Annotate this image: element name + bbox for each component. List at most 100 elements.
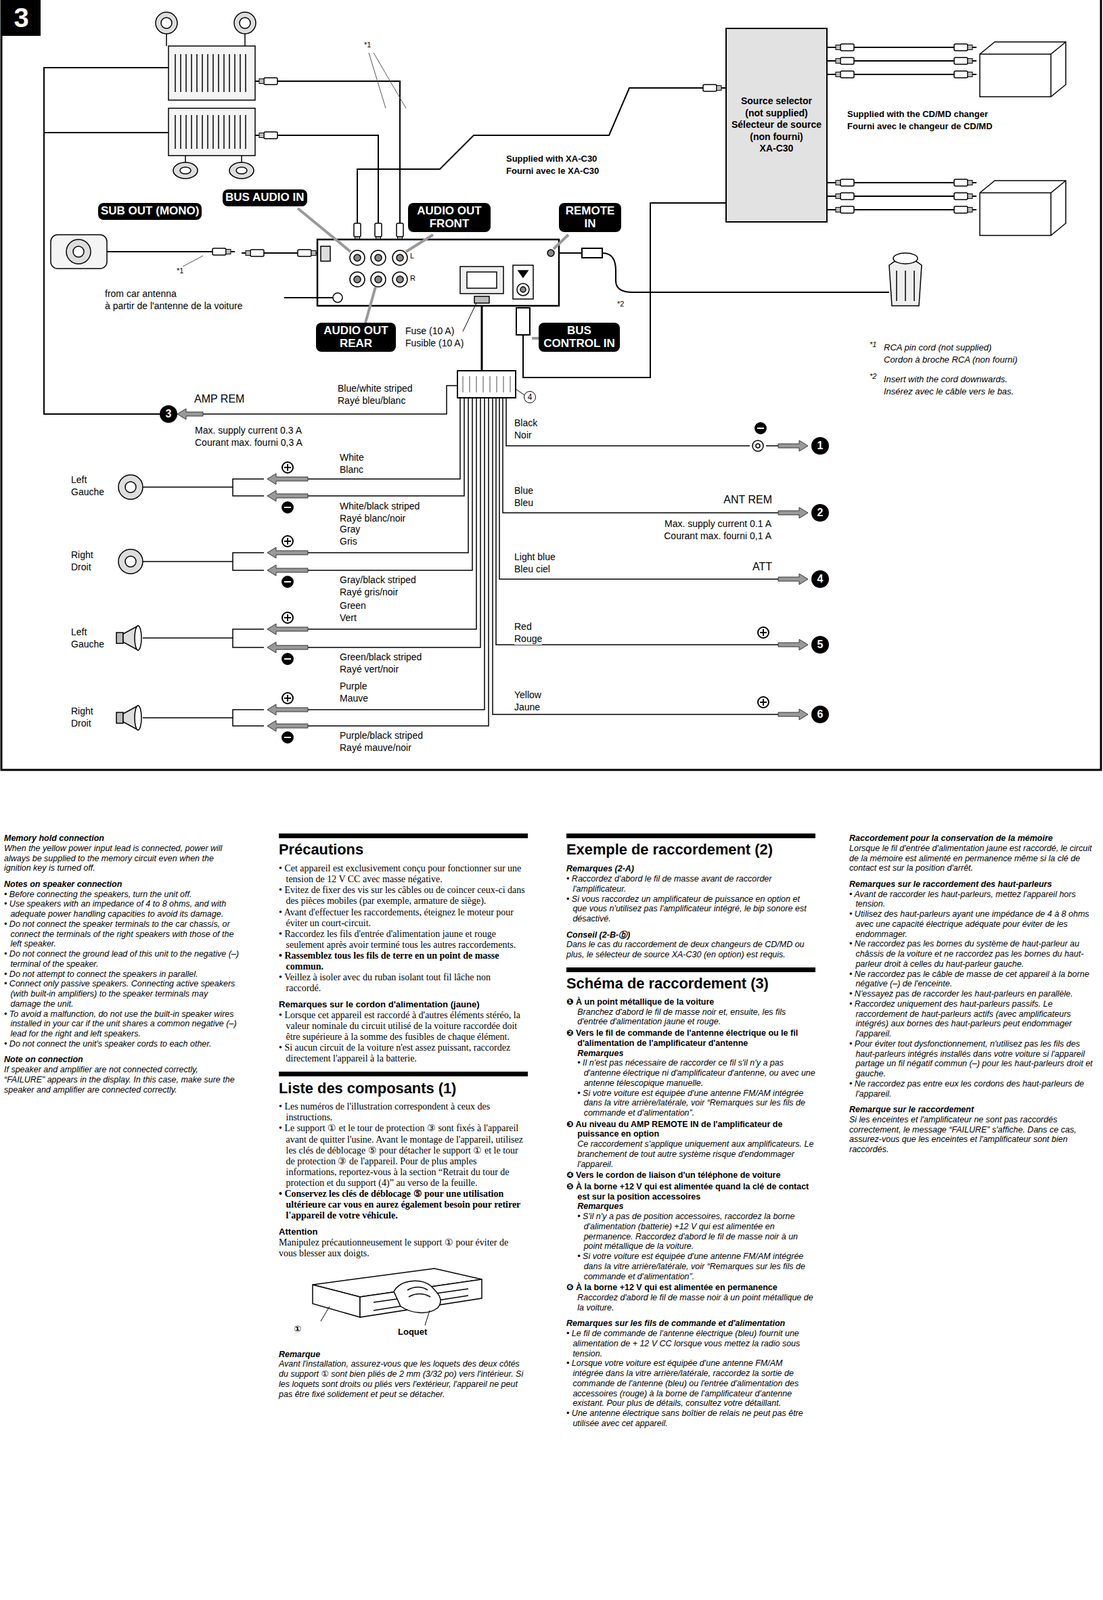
diagram-label: Rayé gris/noir [339,586,398,599]
note-heading: Remarques (2-A) [566,864,816,875]
diagram-label: L [410,251,415,261]
text-column: Raccordement pour la conservation de la … [849,833,1099,1156]
diagram-label: *1 [869,340,877,350]
port-label: BUS AUDIO IN [222,189,308,207]
diagram-label: Fourni avec le XA-C30 [506,165,599,177]
diagram-label: Left [71,474,87,486]
numbered-item: ❹ Vers le cordon de liaison d'un télépho… [566,1170,816,1181]
note-text: Avant l'installation, assurez-vous que l… [278,1359,528,1400]
diagram-label: Black [514,417,538,430]
numbered-item: ❸ Au niveau du AMP REMOTE IN de l'amplif… [566,1119,816,1141]
note-heading: Remarques [566,1201,816,1212]
diagram-label: White [339,452,365,464]
diagram-label: AMP REM [194,392,245,406]
diagram-label: Supplied with XA-C30 [506,152,597,165]
note-heading: Raccordement pour la conservation de la … [849,833,1099,844]
diagram-label: *2 [617,299,624,309]
node-text: SUB OUT (MONO) [100,205,199,218]
note-text: Si les enceintes et l'amplificateur ne s… [849,1115,1099,1156]
wire-harness [142,370,779,727]
diagram-label: RCA pin cord (not supplied) [883,341,992,354]
bullet-item: • Pour éviter tout dysfonctionnement, n'… [849,1039,1099,1080]
node-text: 6 [817,708,824,721]
bullet-item: • N'essayez pas de raccorder les haut-pa… [849,989,1099,1000]
diagram-label: Left [71,626,87,639]
diagram-label: Courant max. fourni 0,3 A [194,437,303,449]
numbered-item: ❻ À la borne +12 V qui est alimentée en … [566,1282,816,1294]
diagram-label: Bleu [514,497,534,509]
diagram-label: from car antenna [104,288,177,300]
callout-number: 4 [811,570,829,589]
numbered-item: ❶ À un point métallique de la voiture [566,997,816,1008]
diagram-label: ATT [752,560,773,574]
numbered-item: ❷ Vers le fil de commande de l'antenne é… [566,1028,816,1049]
section-title: Liste des composants (1) [278,1071,528,1097]
bullet-item: • Before connecting the speakers, turn t… [4,889,240,900]
diagram-label: Fuse (10 A) [405,325,455,337]
port-label: SUB OUT (MONO) [98,203,202,220]
bullet-item: • Raccordez les fils d'entrée d'alimenta… [278,929,528,951]
diagram-label: Rayé bleu/blanc [337,395,406,407]
bullet-item: • Les numéros de l'illustration correspo… [278,1101,528,1124]
text-column: Memory hold connectionWhen the yellow po… [4,833,240,1095]
diagram-label: Cordon à broche RCA (non fourni) [883,353,1018,366]
diagram-label: R [410,274,416,283]
diagram-label: à partir de l'antenne de la voiture [104,300,243,312]
rca-cables [106,52,694,267]
node-text: 5 [817,638,824,651]
diagram-label: *2 [869,372,877,381]
diagram-label: Max. supply current 0.3 A [194,424,302,437]
note-heading: Remarque [278,1349,528,1361]
diagram-label: Gris [339,535,358,548]
callout-number: 3 [159,405,178,423]
connector-callout: 4 [523,391,536,404]
note-text: Lorsque le fil d'entrée d'alimentation j… [849,843,1099,874]
bullet-item: • Veillez à isoler avec du ruban isolant… [278,972,528,995]
note-heading: Remarques sur le raccordement des haut-p… [849,879,1099,890]
callout-number: 5 [811,636,829,654]
head-unit [317,239,559,306]
bullet-item: • Conservez les clés de déblocage ⑤ pour… [278,1188,528,1222]
diagram-label: Vert [339,612,357,624]
diagram-label: Gauche [71,638,105,651]
node-text: AUDIO OUT REAR [318,324,394,350]
bullet-item: • Si vous raccordez un amplificateur de … [566,894,816,925]
mounting-illustration: ①Loquet [278,1259,528,1344]
numbered-item: ❺ À la borne +12 V qui est alimentée qua… [566,1182,816,1203]
bullet-item: • Avant de raccorder les haut-parleurs, … [849,889,1099,911]
note-heading: Remarques sur le cordon d'alimentation (… [278,999,528,1010]
figure-number: 3 [2,0,41,36]
note-text: Raccordez d'abord le fil de masse noir à… [566,1293,816,1314]
bullet-item: • To avoid a malfunction, do not use the… [4,1009,240,1040]
diagram-label: White/black striped [339,500,420,513]
note-heading: Conseil (2-B-ⓑ) [566,930,816,941]
bullet-item: • Utilisez des haut-parleurs ayant une i… [849,909,1099,940]
diagram-label: Fourni avec le changeur de CD/MD [847,120,993,132]
bullet-item: • Do not connect the speaker terminals t… [4,919,240,950]
bullet-item: • Lorsque cet appareil est raccordé à d'… [278,1010,528,1043]
note-text: When the yellow power input lead is conn… [4,843,240,874]
diagram-label: Light blue [514,551,556,564]
callout-number: 1 [811,437,829,455]
bullet-item: • Lorsque votre voiture est équipée d'un… [566,1358,816,1409]
note-text: Dans le cas du raccordement de deux chan… [566,939,816,961]
node-text: BUS CONTROL IN [541,324,618,350]
diagram-label: Bleu ciel [514,563,551,576]
node-text: 2 [817,506,824,520]
bullet-item: • Le fil de commande de l'antenne électr… [566,1329,816,1359]
bullet-item: • Evitez de fixer des vis sur les câbles… [278,885,528,907]
diagram-label: Max. supply current 0.1 A [664,518,772,530]
diagram-label: Rayé mauve/noir [339,742,412,754]
section-title: Schéma de raccordement (3) [566,967,816,993]
diagram-label: Fusible (10 A) [405,337,464,350]
note-heading: Note on connection [4,1054,240,1066]
bullet-item: • Connect only passive speakers. Connect… [4,979,240,1009]
node-text: REMOTE IN [561,205,619,231]
bullet-item: • Si votre voiture est équipée d'une ant… [566,1088,816,1119]
node-text: 4 [817,573,824,586]
diagram-label: Courant max. fourni 0,1 A [663,530,772,543]
note-heading: Memory hold connection [4,833,240,844]
node-text: 3 [165,408,172,421]
port-label: AUDIO OUT FRONT [408,203,491,233]
